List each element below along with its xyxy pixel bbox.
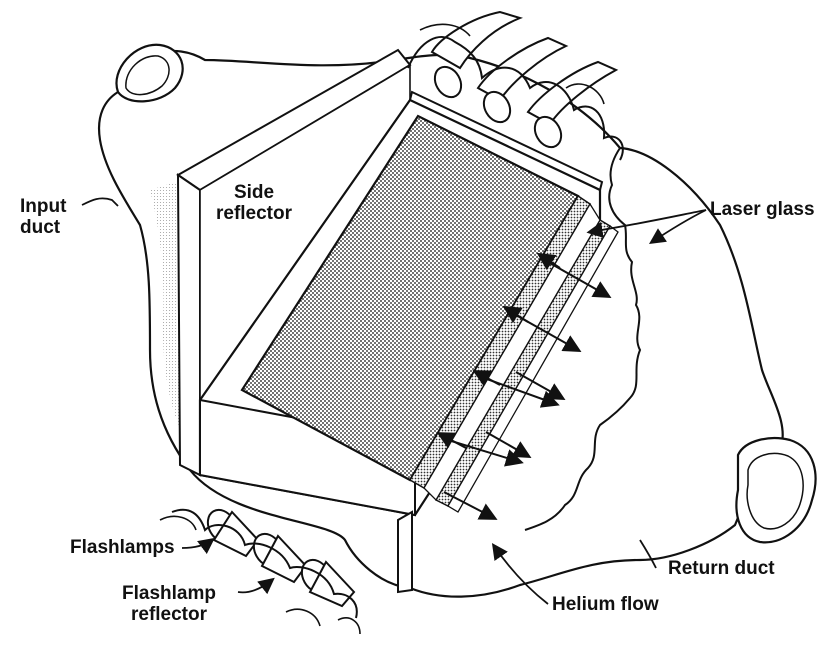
flashlamp-reflector-label-line1: Flashlamp: [122, 583, 216, 604]
helium-flow-label: Helium flow: [552, 594, 659, 615]
top-flashlamps: [430, 10, 619, 149]
return-duct-label: Return duct: [668, 558, 775, 579]
helium-flow-arrows: [436, 252, 612, 520]
flashlamp-reflector-label-line2: reflector: [130, 604, 208, 625]
leader-lines: [81, 197, 707, 605]
input-duct-label: Input duct: [20, 196, 66, 238]
side-reflector-label: Side reflector: [214, 182, 294, 224]
input-duct-shading: [150, 180, 185, 440]
laser-glass-label: Laser glass: [710, 199, 815, 220]
return-duct-opening: [735, 437, 817, 544]
flashlamps-label: Flashlamps: [70, 537, 175, 558]
side-reflector-label-line1: Side: [233, 182, 275, 203]
flashlamp-reflector-label: Flashlamp reflector: [116, 583, 222, 625]
bottom-flashlamp-reflector: [171, 508, 358, 619]
top-flashlamp-reflector: [407, 36, 624, 161]
input-duct-opening: [115, 43, 184, 103]
edge-post: [397, 510, 413, 594]
input-duct-label-line1: Input: [20, 196, 67, 217]
cutaway-edge: [524, 147, 642, 531]
side-reflector-label-line2: reflector: [215, 203, 293, 224]
input-duct-label-line2: duct: [20, 217, 61, 238]
